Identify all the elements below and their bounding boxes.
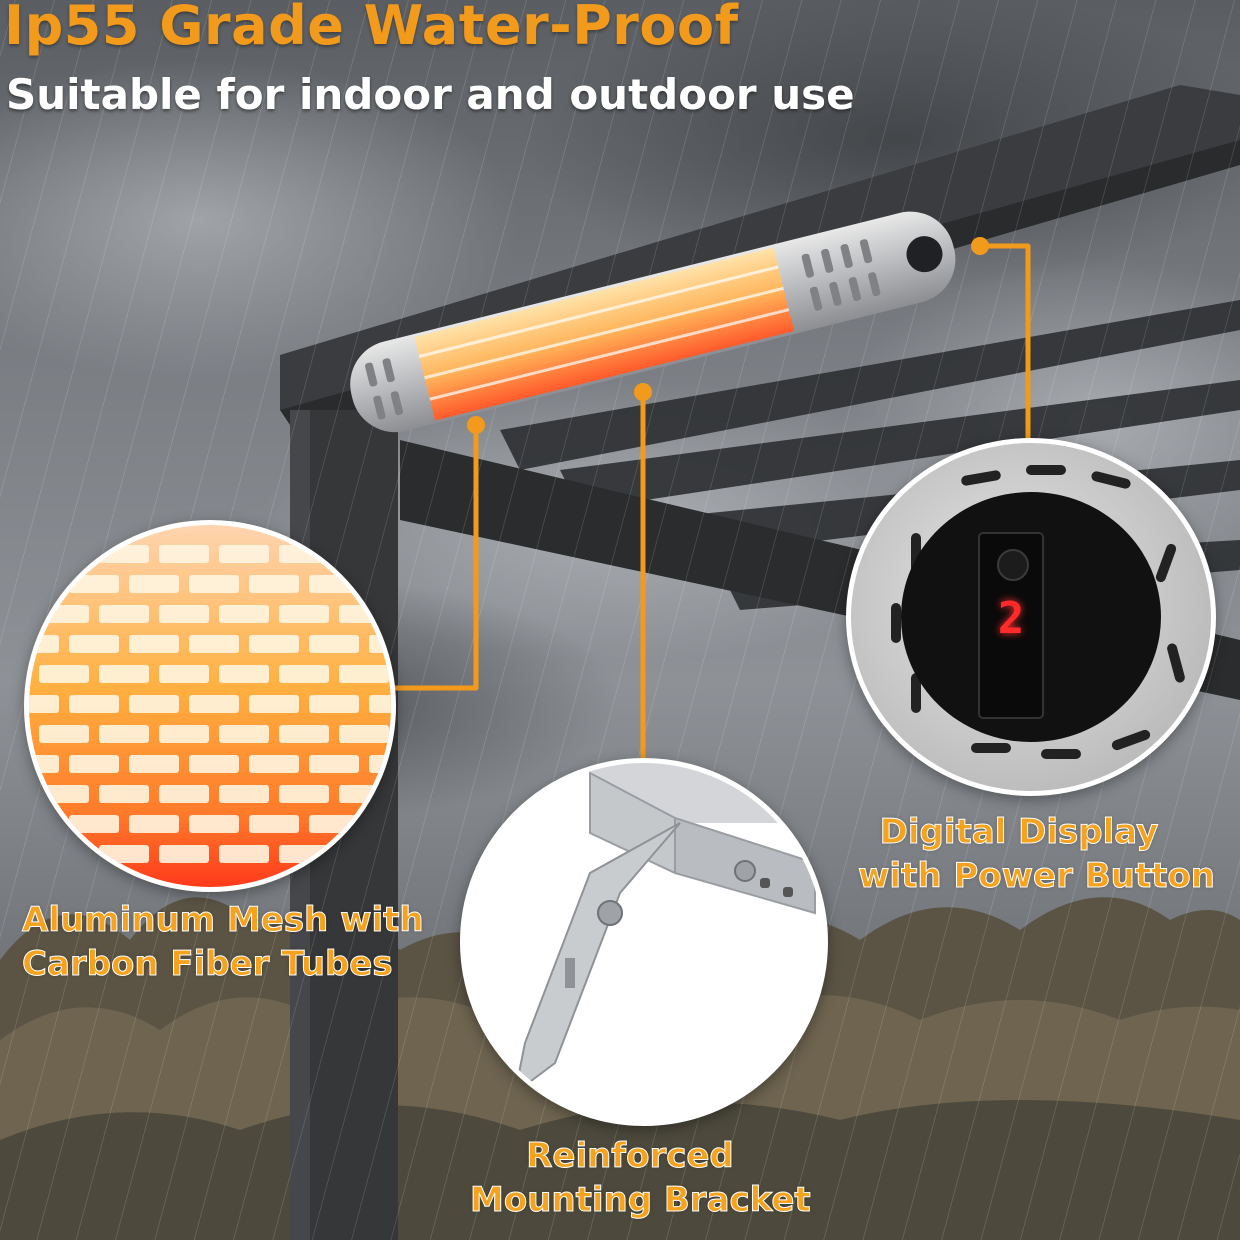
mesh-icon xyxy=(29,525,391,887)
page-subtitle: Suitable for indoor and outdoor use xyxy=(6,70,855,119)
heater-icon xyxy=(350,211,956,433)
bracket-callout: Reinforced Mounting Bracket xyxy=(470,1134,812,1222)
display-callout-line1: Digital Display xyxy=(879,812,1159,853)
mesh-callout: Aluminum Mesh with Carbon Fiber Tubes xyxy=(22,898,425,986)
page-title: Ip55 Grade Water-Proof xyxy=(4,0,739,57)
display-callout-line2: with Power Button xyxy=(858,856,1216,897)
mesh-zoom xyxy=(24,520,396,892)
display-callout: Digital Display with Power Button xyxy=(858,810,1216,898)
power-button-icon[interactable] xyxy=(997,549,1029,581)
bracket-icon xyxy=(465,763,823,1121)
mesh-callout-line1: Aluminum Mesh with xyxy=(22,900,425,941)
bracket-callout-line1: Reinforced xyxy=(526,1136,735,1177)
bracket-callout-line2: Mounting Bracket xyxy=(470,1180,812,1221)
temperature-readout: 2 xyxy=(997,593,1025,644)
bracket-zoom xyxy=(460,758,828,1126)
mesh-callout-line2: Carbon Fiber Tubes xyxy=(22,944,394,985)
display-zoom: 2 xyxy=(846,438,1216,796)
